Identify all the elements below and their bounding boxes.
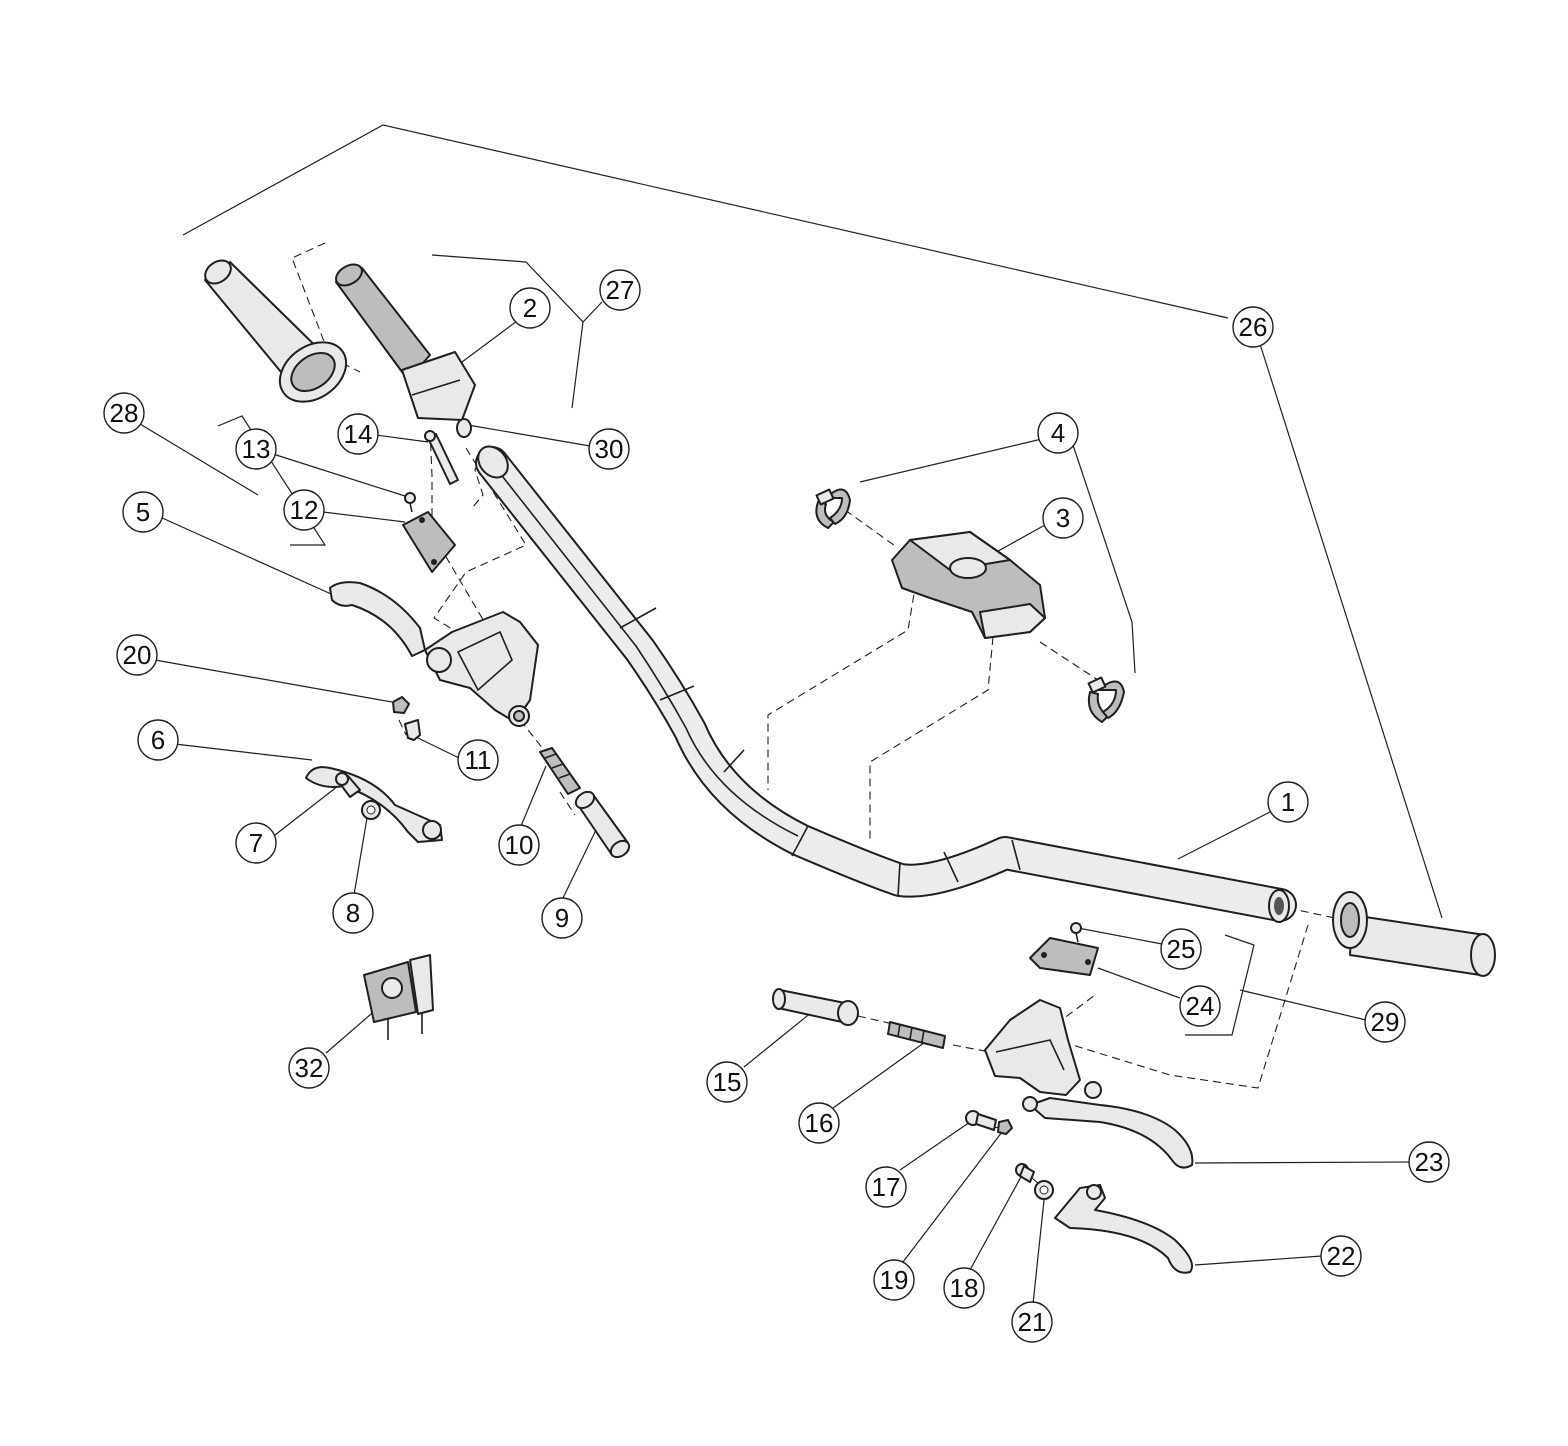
callout-8: 8: [332, 892, 374, 934]
svg-text:1: 1: [1281, 787, 1295, 817]
svg-text:15: 15: [713, 1067, 742, 1097]
svg-text:25: 25: [1167, 934, 1196, 964]
callout-32: 32: [288, 1047, 330, 1089]
pivot-bolt-left: [404, 719, 421, 741]
callout-10: 10: [498, 824, 540, 866]
left-master-cylinder: [329, 581, 539, 727]
reservoir-cap-right: [1029, 937, 1099, 976]
svg-text:20: 20: [123, 640, 152, 670]
svg-text:26: 26: [1239, 312, 1268, 342]
callout-27: 27: [599, 269, 641, 311]
svg-text:3: 3: [1056, 503, 1070, 533]
lever-washer-right: [1034, 1180, 1054, 1200]
throttle-grip: [335, 263, 476, 438]
right-lever-mounted: [1022, 1096, 1194, 1169]
lever-washer-left: [361, 800, 381, 820]
callout-11: 11: [457, 739, 499, 781]
svg-text:27: 27: [606, 275, 635, 305]
svg-text:6: 6: [151, 725, 165, 755]
lever-pin-right: [1015, 1163, 1035, 1183]
callout-6: 6: [137, 719, 179, 761]
lever-pin-left: [335, 772, 361, 798]
pivot-bolt-right: [965, 1110, 997, 1131]
reservoir-screw-right: [1070, 922, 1082, 943]
svg-text:14: 14: [344, 419, 373, 449]
svg-text:2: 2: [523, 293, 537, 323]
reservoir-screw-left: [404, 492, 416, 513]
callout-20: 20: [116, 634, 158, 676]
callout-17: 17: [865, 1166, 907, 1208]
svg-text:7: 7: [249, 828, 263, 858]
svg-text:10: 10: [505, 830, 534, 860]
svg-text:16: 16: [805, 1108, 834, 1138]
adjuster-screw: [424, 430, 459, 485]
leader-lines: [139, 124, 1443, 1305]
callout-4: 4: [1037, 412, 1079, 454]
svg-text:32: 32: [295, 1053, 324, 1083]
callout-21: 21: [1011, 1301, 1053, 1343]
svg-text:17: 17: [872, 1172, 901, 1202]
svg-text:13: 13: [242, 434, 271, 464]
left-grip: [204, 259, 348, 403]
svg-text:8: 8: [346, 898, 360, 928]
svg-text:12: 12: [290, 495, 319, 525]
svg-text:29: 29: [1371, 1007, 1400, 1037]
callout-22: 22: [1320, 1235, 1362, 1277]
svg-text:5: 5: [136, 497, 150, 527]
callout-13: 13: [235, 428, 277, 470]
switch-unit: [363, 954, 434, 1040]
callout-15: 15: [706, 1061, 748, 1103]
cable-strap-upper: [815, 488, 851, 529]
svg-text:19: 19: [880, 1265, 909, 1295]
callout-26: 26: [1232, 306, 1274, 348]
svg-text:18: 18: [950, 1273, 979, 1303]
right-master-cylinder: [984, 999, 1102, 1099]
callout-9: 9: [541, 897, 583, 939]
spring-left: [539, 747, 581, 795]
callout-30: 30: [588, 428, 630, 470]
callout-24: 24: [1179, 985, 1221, 1027]
svg-text:30: 30: [595, 434, 624, 464]
right-grip: [1332, 891, 1496, 977]
pivot-nut-right: [997, 1119, 1013, 1135]
svg-text:9: 9: [555, 903, 569, 933]
reservoir-cap-left: [402, 511, 456, 573]
handlebar-clamp: [891, 531, 1046, 639]
spring-right: [887, 1021, 946, 1049]
callout-25: 25: [1160, 928, 1202, 970]
svg-text:11: 11: [465, 745, 492, 775]
right-lever: [1054, 1184, 1194, 1274]
left-lever: [305, 766, 443, 843]
callout-23: 23: [1408, 1141, 1450, 1183]
svg-text:21: 21: [1018, 1307, 1047, 1337]
svg-text:23: 23: [1415, 1147, 1444, 1177]
callout-12: 12: [283, 489, 325, 531]
pivot-nut-left: [392, 696, 410, 714]
pushrod-right: [772, 988, 859, 1026]
handlebar: [475, 445, 1297, 923]
svg-text:28: 28: [110, 398, 139, 428]
svg-text:22: 22: [1327, 1241, 1356, 1271]
pushrod-left: [574, 790, 631, 859]
callout-18: 18: [943, 1267, 985, 1309]
callout-7: 7: [235, 822, 277, 864]
callout-19: 19: [873, 1259, 915, 1301]
callout-28: 28: [103, 392, 145, 434]
callout-14: 14: [337, 413, 379, 455]
callout-3: 3: [1042, 497, 1084, 539]
callout-2: 2: [509, 287, 551, 329]
cable-strap-lower: [1087, 676, 1125, 723]
callouts: 1 2 3 4 5 6 7 8 9 10 11 12 13 14 15 16 1…: [103, 269, 1450, 1343]
callout-5: 5: [122, 491, 164, 533]
svg-text:24: 24: [1186, 991, 1215, 1021]
callout-1: 1: [1267, 781, 1309, 823]
callout-29: 29: [1364, 1001, 1406, 1043]
callout-16: 16: [798, 1102, 840, 1144]
svg-text:4: 4: [1051, 418, 1065, 448]
